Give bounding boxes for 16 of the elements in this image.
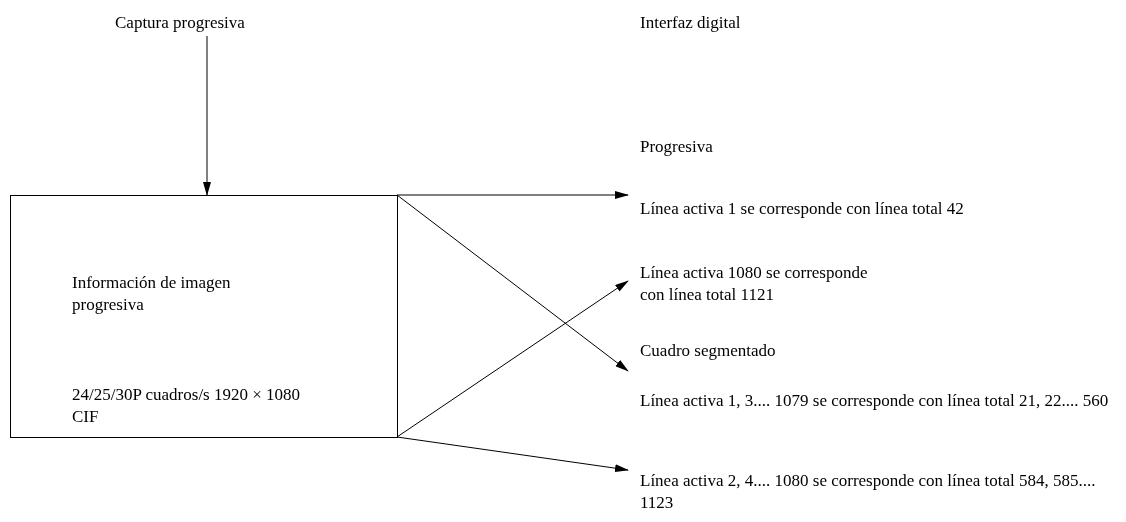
process-box bbox=[10, 195, 398, 438]
node-text: Línea activa 1, 3.... 1079 se corresponde con línea total 21, 22.... 560 bbox=[640, 390, 1110, 412]
heading-label: Progresiva bbox=[640, 136, 713, 158]
heading-label: Interfaz digital bbox=[640, 12, 741, 34]
arrow bbox=[203, 35, 211, 196]
node-text: Información de imagen progresiva bbox=[72, 272, 232, 316]
arrow bbox=[396, 436, 629, 473]
node-text: Captura progresiva bbox=[115, 12, 246, 34]
arrow bbox=[396, 280, 629, 438]
node-text: 24/25/30P cuadros/s 1920 × 1080 CIF bbox=[72, 384, 302, 428]
arrow bbox=[396, 191, 629, 199]
node-text: Línea activa 1 se corresponde con línea total 42 bbox=[640, 198, 965, 220]
node-text: Línea activa 2, 4.... 1080 se corresponde con línea total 584, 585.... 1123 bbox=[640, 470, 1097, 514]
arrow bbox=[396, 194, 629, 372]
node-text: Línea activa 1080 se corresponde con línea total 1121 bbox=[640, 262, 869, 306]
heading-label: Cuadro segmentado bbox=[640, 340, 776, 362]
